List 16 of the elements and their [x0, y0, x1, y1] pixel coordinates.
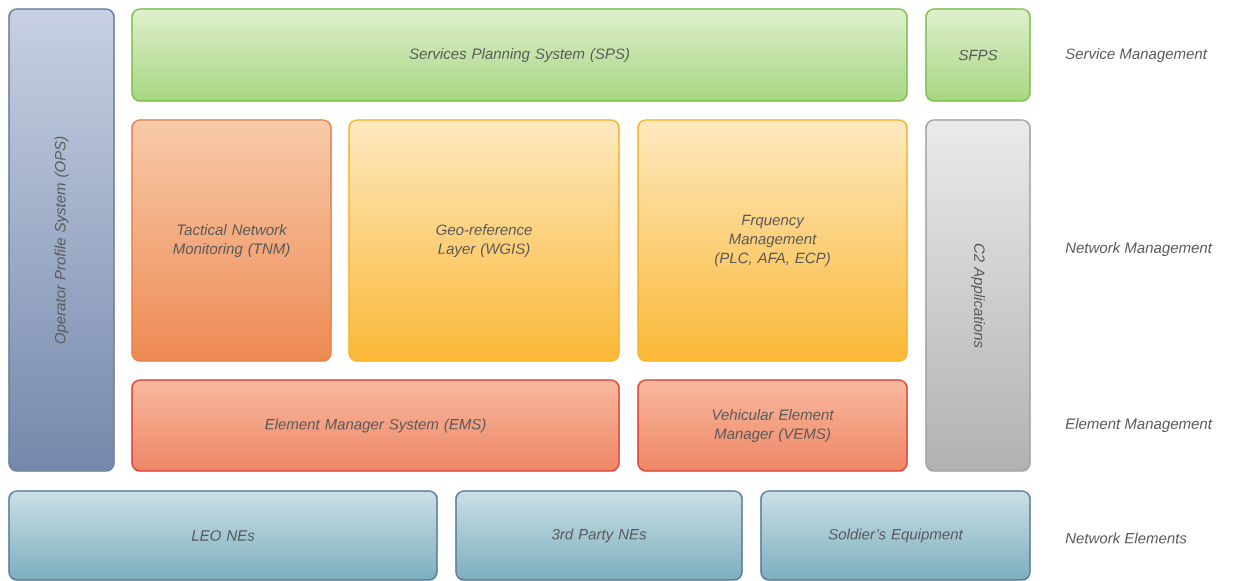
row-label: Element Management: [1065, 418, 1213, 432]
node-text: LEO NEs: [191, 530, 255, 541]
node-text: Element Manager System (EMS): [265, 418, 486, 433]
node-text: Soldier’s Equipment: [828, 528, 964, 543]
node-text: Operator Profile System (OPS): [54, 136, 69, 344]
row-label: Network Elements: [1065, 532, 1187, 544]
row-label: Network Management: [1065, 242, 1213, 256]
node-text: Tactical Network Monitoring (TNM): [173, 224, 290, 257]
node-text: Frquency Management (PLC, AFA, ECP): [715, 214, 830, 267]
row-label: Service Management: [1065, 48, 1208, 62]
node-text: Services Planning System (SPS): [409, 48, 630, 62]
node-text: C2 Applications: [971, 243, 985, 348]
node-text: Vehicular Element Manager (VEMS): [712, 409, 834, 442]
node-text: SFPS: [958, 49, 998, 61]
node-text: 3rd Party NEs: [551, 528, 647, 543]
node-text: Geo-reference Layer (WGIS): [436, 224, 532, 257]
